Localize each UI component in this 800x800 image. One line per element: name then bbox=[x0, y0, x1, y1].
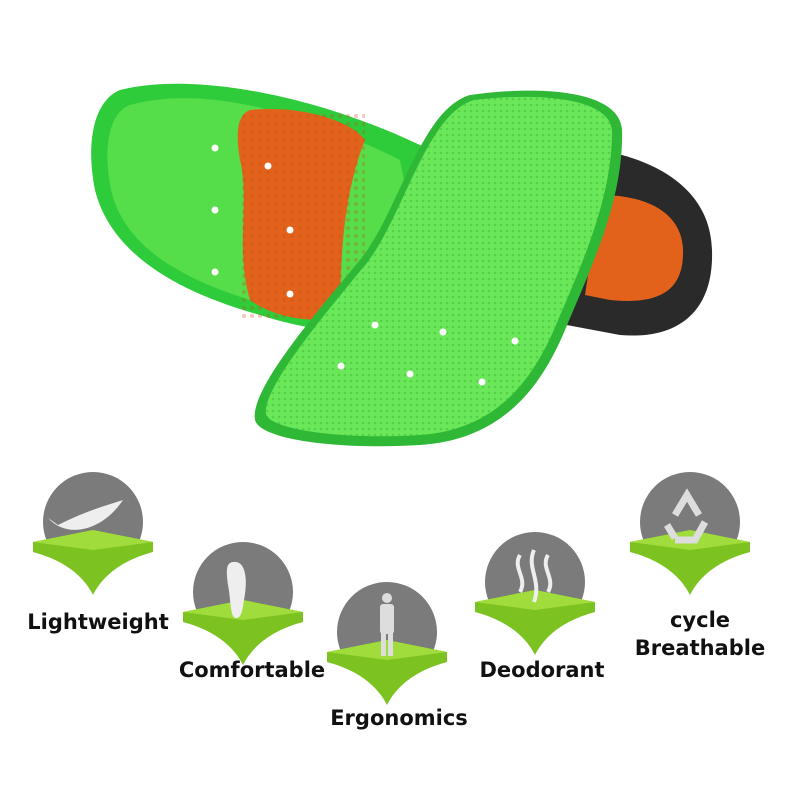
insoles-illustration bbox=[91, 83, 713, 447]
feature-label: Ergonomics bbox=[330, 706, 468, 730]
feature-label: Deodorant bbox=[479, 658, 605, 682]
feature-badge-lightweight bbox=[28, 470, 158, 600]
feature-label: Lightweight bbox=[27, 610, 169, 634]
feature-badge-deodorant bbox=[470, 530, 600, 660]
back-insole bbox=[91, 83, 470, 335]
feature-badge-ergonomics bbox=[322, 580, 452, 710]
feature-label: Breathable bbox=[634, 636, 766, 660]
person-icon bbox=[380, 593, 394, 656]
recycle-icon bbox=[664, 488, 709, 544]
front-insole bbox=[254, 90, 623, 447]
feather-icon bbox=[48, 500, 123, 530]
foot-icon bbox=[226, 561, 246, 618]
feature-label: Comfortable bbox=[178, 658, 326, 682]
feature-label: cycle bbox=[669, 608, 731, 632]
feature-badge-comfortable bbox=[178, 540, 308, 670]
feature-badge-breathable bbox=[625, 470, 755, 600]
odor-waves-icon bbox=[515, 549, 553, 603]
